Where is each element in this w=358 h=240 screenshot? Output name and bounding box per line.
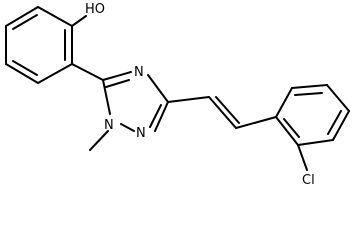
- triazole-ring: [102, 71, 169, 132]
- bond-chlorophenyl-ring: [275, 87, 293, 118]
- bond-phenol-ring: [5, 6, 39, 27]
- double-bond-inner: [12, 60, 38, 76]
- bond-vinyl: [208, 96, 237, 129]
- bond-vinyl-ring: [235, 116, 277, 129]
- double-bond-inner: [149, 104, 162, 128]
- bond-chlorophenyl-ring: [332, 110, 350, 141]
- double-bond-inner: [105, 79, 130, 88]
- double-bond-inner: [283, 118, 300, 138]
- bond-phenol-ring: [37, 63, 73, 84]
- bond-triazole-vinyl: [167, 96, 210, 103]
- double-bond-inner: [215, 96, 240, 124]
- bond-phenol-ring: [5, 63, 39, 84]
- bond-chlorophenyl-ring: [275, 116, 299, 146]
- bond-phenol-triazole: [71, 63, 104, 81]
- chlorophenyl-ring: [275, 84, 350, 146]
- nitrogen-bottom-label: N: [136, 126, 146, 141]
- bond-triazole: [102, 79, 111, 115]
- nitrogen-top-label: N: [134, 65, 144, 80]
- bond-c-cl: [297, 144, 308, 171]
- phenol-ring: [5, 6, 73, 84]
- bond-chlorophenyl-ring: [297, 139, 334, 146]
- double-bond-inner: [12, 14, 38, 30]
- bond-triazole: [154, 101, 169, 132]
- double-bond-inner: [294, 92, 323, 96]
- bond-phenol-ring: [37, 6, 73, 27]
- nitrogen-methyl-label: N: [104, 118, 114, 133]
- bond-chlorophenyl-ring: [326, 84, 350, 112]
- bond-triazole: [120, 123, 135, 132]
- chemical-structure-diagram: HO N N N Cl: [5, 2, 350, 188]
- double-bond-inner: [327, 110, 342, 135]
- bond-chlorophenyl-ring: [291, 84, 328, 89]
- bond-triazole: [147, 74, 169, 103]
- chlorine-label: Cl: [302, 173, 315, 188]
- bond-c-oh: [71, 15, 87, 27]
- bond-triazole: [102, 71, 132, 81]
- hydroxyl-label: HO: [85, 2, 105, 17]
- bond-n-methyl: [89, 130, 109, 151]
